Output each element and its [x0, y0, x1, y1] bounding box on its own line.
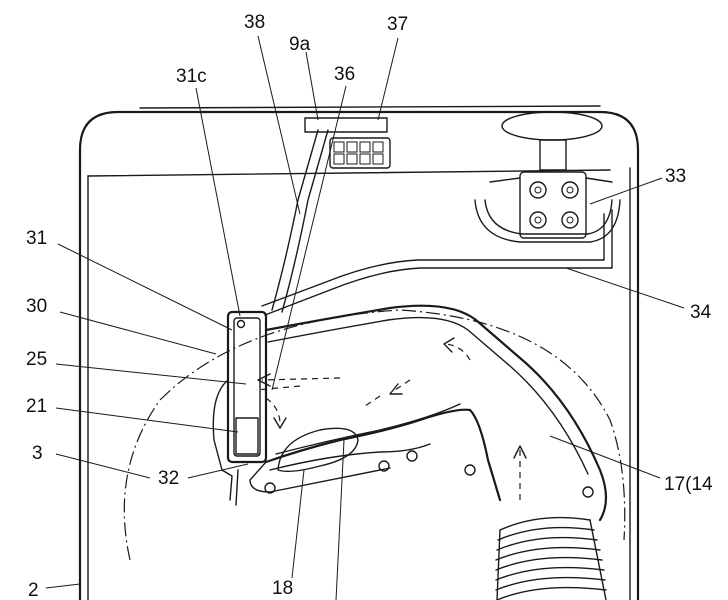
- label-38: 38: [244, 12, 265, 33]
- reference-labels: 38 9a 37 31c 36 33 31 30 34 25 21 3 17(1…: [26, 12, 713, 600]
- label-31c: 31c: [176, 66, 207, 87]
- label-3: 3: [32, 443, 43, 464]
- label-32: 32: [158, 468, 179, 489]
- label-36: 36: [334, 64, 355, 85]
- label-9a: 9a: [289, 34, 311, 55]
- label-17: 17(14: [664, 474, 713, 495]
- airflow-arrows: [255, 337, 527, 500]
- label-37: 37: [387, 14, 408, 35]
- leader-lines: [45, 35, 685, 600]
- detergent-part: [304, 117, 391, 169]
- cabinet: [78, 105, 640, 600]
- label-33: 33: [665, 166, 686, 187]
- water-valve: [474, 111, 621, 243]
- label-2: 2: [28, 580, 39, 600]
- air-chamber: [212, 310, 268, 506]
- bellows: [495, 516, 607, 600]
- duct: [249, 304, 608, 522]
- drum-outline: [123, 309, 626, 561]
- water-supply-hose: [261, 209, 613, 316]
- label-34: 34: [690, 302, 712, 323]
- label-18: 18: [272, 578, 293, 599]
- label-30: 30: [26, 296, 47, 317]
- label-25: 25: [26, 349, 47, 370]
- label-31: 31: [26, 228, 47, 249]
- label-21: 21: [26, 396, 47, 417]
